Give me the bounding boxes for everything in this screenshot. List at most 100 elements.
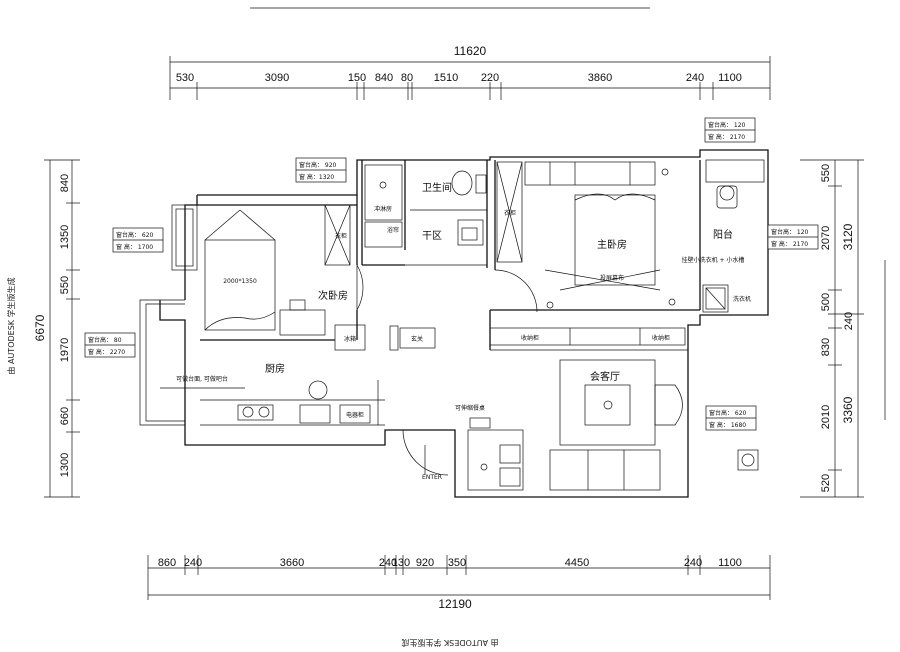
window-note-6: 窗台高： 620 窗 高： 1680 bbox=[705, 405, 757, 431]
living-room: 收纳柜 收纳柜 会客厅 可伸缩餐桌 bbox=[455, 327, 759, 491]
bottom-dim-10: 1100 bbox=[718, 557, 742, 569]
top-dim-10: 1100 bbox=[718, 72, 742, 84]
top-dim-6: 1510 bbox=[434, 72, 458, 84]
toilet bbox=[451, 170, 473, 196]
svg-text:窗 高： 2170: 窗 高： 2170 bbox=[771, 240, 808, 248]
top-dim-2: 3090 bbox=[265, 72, 289, 84]
bedroom-2: 2000*1350 衣柜 次卧房 bbox=[204, 204, 364, 336]
washer-wall-label: 挂壁小洗衣机 + 小水槽 bbox=[682, 256, 745, 264]
bathtub-curtain bbox=[364, 221, 403, 248]
coffee-table bbox=[584, 384, 631, 426]
bottom-dimension-chain: 860 240 3660 240 130 920 350 4450 240 11… bbox=[147, 555, 771, 611]
top-dim-3: 150 bbox=[348, 72, 366, 84]
stove bbox=[237, 404, 274, 421]
right-dim-4: 240 bbox=[843, 312, 855, 330]
projector-label: 投屏幕布 bbox=[600, 274, 624, 282]
svg-text:窗台高： 120: 窗台高： 120 bbox=[708, 121, 746, 129]
desk bbox=[279, 309, 326, 336]
ac-unit bbox=[737, 449, 759, 471]
bed-size-label: 2000*1350 bbox=[223, 278, 257, 285]
window-note-1: 窗台高： 920 窗 高：1320 bbox=[295, 157, 347, 183]
room-dry: 干区 bbox=[422, 230, 442, 242]
svg-text:窗台高： 620: 窗台高： 620 bbox=[709, 409, 747, 417]
left-dimension-chain: 6670 840 1350 550 1970 660 1300 bbox=[33, 159, 80, 498]
room-bath: 卫生间 bbox=[422, 181, 452, 194]
wardrobe-2-label: 衣柜 bbox=[335, 232, 347, 240]
bottom-dim-2: 240 bbox=[184, 557, 202, 569]
top-total-dim: 11620 bbox=[454, 44, 487, 58]
elec-cabinet bbox=[339, 404, 371, 424]
kitchen-person bbox=[308, 380, 328, 400]
right-outer-dim-2: 3360 bbox=[841, 396, 855, 423]
bottom-watermark: 由 AUTODESK 学生版生成 bbox=[401, 638, 498, 648]
svg-text:窗 高： 2270: 窗 高： 2270 bbox=[88, 348, 125, 356]
top-dimension-chain: 11620 530 3090 150 840 80 1510 220 3860 … bbox=[169, 44, 771, 100]
right-dim-1: 550 bbox=[820, 164, 832, 182]
bottom-dim-9: 240 bbox=[684, 557, 702, 569]
top-dim-9: 240 bbox=[686, 72, 704, 84]
right-dim-5: 830 bbox=[820, 338, 832, 356]
bottom-dim-8: 4450 bbox=[565, 557, 589, 569]
sink bbox=[457, 219, 484, 246]
bathroom: 冲淋房 浴帘 卫生间 干区 bbox=[364, 164, 487, 248]
dining-table bbox=[467, 429, 524, 491]
bottom-dim-6: 920 bbox=[416, 557, 434, 569]
elec-cabinet-label: 电器柜 bbox=[346, 411, 364, 419]
master-bedroom: 衣柜 投屏幕布 主卧房 bbox=[494, 161, 676, 313]
left-dim-3: 550 bbox=[59, 276, 71, 294]
svg-text:窗台高： 620: 窗台高： 620 bbox=[116, 231, 154, 239]
bed-2 bbox=[204, 239, 276, 331]
svg-text:窗 高：1320: 窗 高：1320 bbox=[299, 173, 334, 181]
left-dim-4: 1970 bbox=[59, 338, 71, 362]
right-outer-dim-1: 3120 bbox=[841, 223, 855, 250]
window-note-4: 窗台高： 120 窗 高： 2170 bbox=[767, 224, 819, 250]
left-dim-6: 1300 bbox=[59, 453, 71, 477]
svg-text:窗台高： 120: 窗台高： 120 bbox=[771, 228, 809, 236]
left-watermark: 由 AUTODESK 学生版生成 bbox=[6, 277, 16, 374]
enter-label: ENTER bbox=[422, 474, 442, 481]
balcony-fixtures bbox=[702, 159, 765, 313]
bottom-total-dim: 12190 bbox=[438, 597, 472, 611]
storage-1-label: 收纳柜 bbox=[521, 334, 539, 342]
top-dim-7: 220 bbox=[481, 72, 499, 84]
fridge bbox=[334, 324, 366, 351]
svg-text:窗 高： 2170: 窗 高： 2170 bbox=[708, 133, 745, 141]
storage-row bbox=[489, 327, 686, 346]
wardrobe-2 bbox=[324, 204, 351, 266]
entry-cabinet-label: 玄关 bbox=[411, 335, 423, 343]
svg-text:窗 高： 1680: 窗 高： 1680 bbox=[709, 421, 746, 429]
room-master: 主卧房 bbox=[597, 238, 627, 251]
room-living: 会客厅 bbox=[590, 370, 620, 383]
armchair bbox=[654, 384, 683, 426]
svg-text:窗台高： 920: 窗台高： 920 bbox=[299, 161, 337, 169]
wardrobe-1-label: 衣柜 bbox=[504, 209, 516, 217]
right-dim-7: 520 bbox=[820, 474, 832, 492]
right-dimension-chain: 550 2070 500 240 830 2010 520 3120 3360 bbox=[800, 159, 864, 498]
right-dim-2: 2070 bbox=[820, 226, 832, 250]
left-dim-1: 840 bbox=[59, 174, 71, 192]
svg-text:窗 高： 1700: 窗 高： 1700 bbox=[116, 243, 153, 251]
room-kitchen: 厨房 bbox=[265, 362, 285, 375]
fridge-label: 冰箱 bbox=[344, 335, 356, 343]
top-dim-8: 3860 bbox=[588, 72, 612, 84]
washer-label: 洗衣机 bbox=[733, 295, 751, 303]
bottom-dim-7: 350 bbox=[448, 557, 466, 569]
bar-note: 可做台面, 可做吧台 bbox=[176, 375, 228, 383]
master-bed bbox=[574, 194, 656, 286]
right-dim-6: 2010 bbox=[820, 405, 832, 429]
walls bbox=[139, 149, 769, 498]
curtain-label: 浴帘 bbox=[387, 226, 399, 234]
bottom-dim-5: 130 bbox=[392, 557, 410, 569]
bottom-dim-3: 3660 bbox=[280, 557, 304, 569]
left-dim-2: 1350 bbox=[59, 225, 71, 249]
wardrobe-1 bbox=[496, 161, 523, 263]
entry-cabinet bbox=[399, 327, 436, 349]
bottom-dim-1: 860 bbox=[158, 557, 176, 569]
left-total-dim: 6670 bbox=[33, 314, 47, 341]
window-note-3: 窗台高： 620 窗 高： 1700 bbox=[112, 227, 164, 253]
left-dim-5: 660 bbox=[59, 407, 71, 425]
entry-door bbox=[402, 429, 449, 476]
top-dim-4: 840 bbox=[375, 72, 393, 84]
kitchen: 冰箱 玄关 厨房 可做台面, 可做吧台 电器柜 ENTER bbox=[160, 324, 449, 481]
